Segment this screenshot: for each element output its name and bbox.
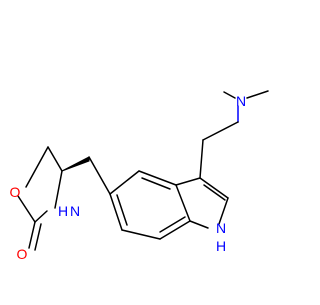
bond-c3-c2	[199, 177, 229, 199]
ring-oxygen-label: O	[10, 184, 21, 200]
bond-c5-c4	[47, 146, 63, 172]
bond-c6-c5-double	[116, 194, 128, 226]
indole-nitrogen-label: N	[216, 220, 226, 236]
bond-c4-n3	[54, 170, 63, 209]
bond-c7-c6	[121, 229, 161, 240]
bonds	[17, 90, 269, 251]
bond-n3-c2	[34, 210, 48, 223]
bond-c5-c4	[109, 170, 140, 195]
structure-canvas: N N H O H N O	[10, 90, 269, 262]
stereo-wedge	[61, 156, 90, 172]
molecule-diagram: N N H O H N O	[10, 90, 269, 262]
bond-c4-c3a	[138, 170, 177, 186]
bond-c3-c2-double	[203, 184, 226, 201]
bond-c7a-c7-double	[159, 216, 186, 233]
ring-nitrogen-h-label: H	[58, 203, 68, 219]
bond-ch2-ch2	[202, 121, 239, 141]
bond-c2-n1	[218, 197, 229, 225]
bond-c2-o-carbonyl	[28, 221, 36, 249]
bond-c7a-c7	[159, 220, 191, 240]
bond-c2-o-carbonyl-double	[34, 223, 42, 251]
bond-n1-c7a	[189, 220, 209, 229]
bond-o1-c5	[25, 146, 49, 188]
bond-c3-c3a	[175, 177, 201, 186]
carbonyl-oxygen-label: O	[17, 246, 28, 262]
bond-c4-c3a-double	[141, 177, 171, 190]
bond-n-methyl-left	[223, 91, 236, 99]
bond-n-methyl-right	[246, 90, 269, 99]
bond-c3a-c7a	[175, 184, 191, 222]
bond-c5-ch2	[88, 156, 111, 195]
bond-ch2-c3	[199, 139, 204, 179]
amine-nitrogen-label: N	[236, 93, 246, 109]
bond-c6-c5	[109, 193, 123, 231]
bond-c2-o1	[17, 195, 36, 223]
indole-hydrogen-label: H	[216, 238, 226, 254]
ring-nitrogen-label: N	[70, 203, 80, 219]
